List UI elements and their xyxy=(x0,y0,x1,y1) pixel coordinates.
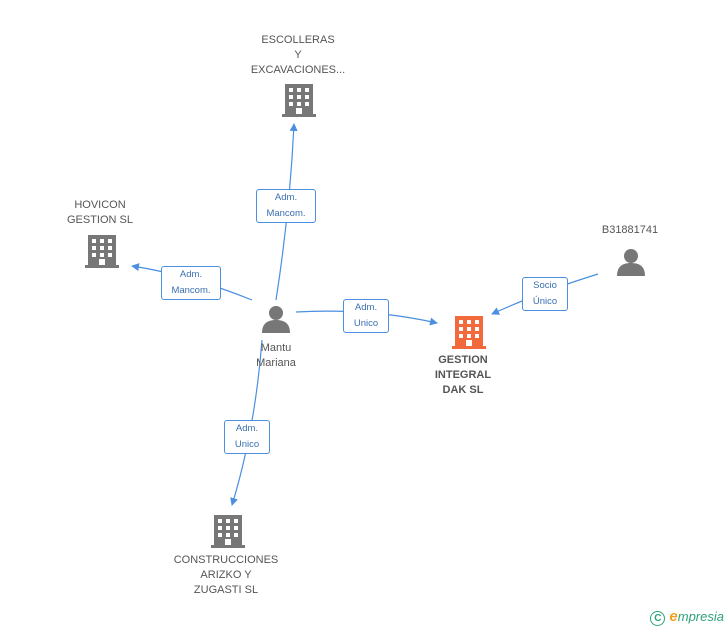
label-line: CONSTRUCCIONES xyxy=(173,554,279,566)
node-label-mantu-mariana[interactable]: Mantu Mariana xyxy=(236,341,316,371)
building-icon[interactable] xyxy=(85,235,119,268)
node-label-escolleras[interactable]: ESCOLLERAS Y EXCAVACIONES... xyxy=(238,33,358,78)
edge-label-adm-unico-construcciones: Adm. Unico xyxy=(224,420,270,454)
label-line: Mariana xyxy=(256,357,296,369)
label-line: DAK SL xyxy=(442,384,484,396)
label-line: Adm. xyxy=(274,192,298,203)
label-line: ZUGASTI SL xyxy=(193,584,259,596)
label-line: ARIZKO Y xyxy=(200,569,252,581)
building-icon[interactable] xyxy=(452,316,486,349)
label-line: Adm. xyxy=(354,302,378,313)
node-label-hovicon[interactable]: HOVICON GESTION SL xyxy=(50,198,150,228)
label-line: Adm. xyxy=(235,423,259,434)
brand-name: mpresia xyxy=(677,609,724,624)
label-line: HOVICON xyxy=(74,199,126,211)
node-label-gestion-integral[interactable]: GESTION INTEGRAL DAK SL xyxy=(418,353,508,398)
person-icon[interactable] xyxy=(617,249,645,276)
node-label-b31881741[interactable]: B31881741 xyxy=(580,223,680,238)
edge-label-adm-mancom-hovicon: Adm. Mancom. xyxy=(161,266,221,300)
label-line: INTEGRAL xyxy=(434,369,492,381)
label-line: EXCAVACIONES... xyxy=(250,64,346,76)
person-icon[interactable] xyxy=(262,306,290,333)
label-line: Y xyxy=(294,49,302,61)
building-icon[interactable] xyxy=(282,84,316,117)
building-icon[interactable] xyxy=(211,515,245,548)
label-line: Socio xyxy=(533,280,557,291)
brand-initial: e xyxy=(669,608,678,625)
label-line: GESTION xyxy=(438,354,488,366)
label-line: Unico xyxy=(234,439,260,450)
node-label-construcciones[interactable]: CONSTRUCCIONES ARIZKO Y ZUGASTI SL xyxy=(166,553,286,598)
label-line: Mantu xyxy=(260,342,292,354)
label-line: GESTION SL xyxy=(66,214,134,226)
label-line: Mancom. xyxy=(266,208,306,219)
label-line: Adm. xyxy=(179,269,203,280)
edge-label-adm-mancom-escolleras: Adm. Mancom. xyxy=(256,189,316,223)
label-line: B31881741 xyxy=(601,224,659,236)
label-line: Único xyxy=(532,296,558,307)
edge-label-socio-unico: Socio Único xyxy=(522,277,568,311)
edge-label-adm-unico-gestion: Adm. Unico xyxy=(343,299,389,333)
label-line: Mancom. xyxy=(171,285,211,296)
copyright-icon: C xyxy=(650,611,666,626)
label-line: Unico xyxy=(353,318,379,329)
label-line: ESCOLLERAS xyxy=(261,34,335,46)
